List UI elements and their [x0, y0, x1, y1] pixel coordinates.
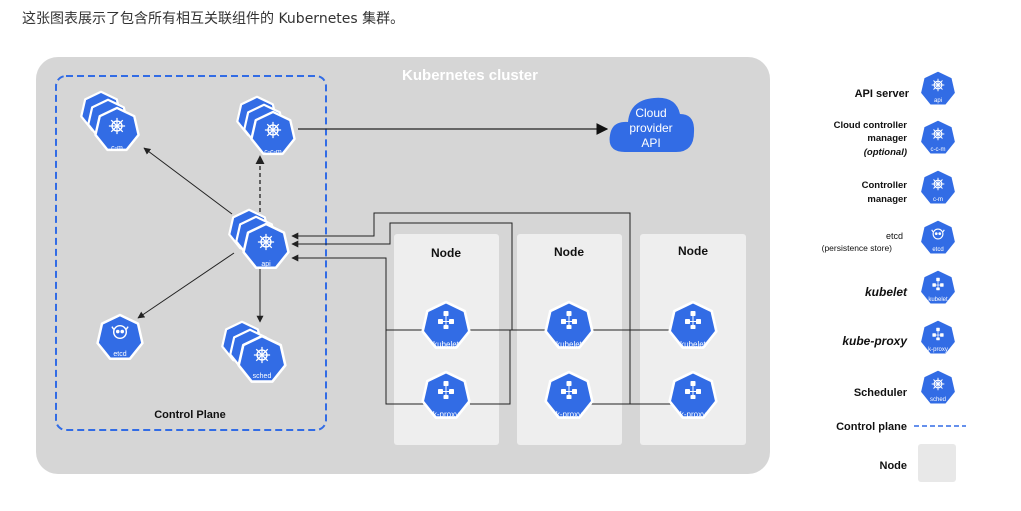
svg-text:k-proxy: k-proxy [556, 410, 582, 419]
svg-text:api: api [934, 98, 942, 104]
svg-text:kubelet: kubelet [865, 285, 908, 299]
svg-text:api: api [261, 261, 271, 268]
svg-text:Scheduler: Scheduler [854, 387, 908, 399]
svg-text:k-proxy: k-proxy [433, 410, 459, 419]
svg-text:Controller: Controller [862, 180, 908, 191]
cloud-provider-api: Cloud provider API [609, 97, 695, 152]
legend-cm-icon: c-m [919, 168, 957, 206]
svg-text:c-c-m: c-c-m [264, 149, 282, 156]
kubelet-icon-2: kubelet [544, 300, 594, 349]
svg-text:Cloud: Cloud [635, 106, 666, 120]
node-title-2: Node [554, 245, 584, 259]
kproxy-icon-2: k-proxy [544, 370, 594, 419]
control-plane-label: Control Plane [154, 409, 226, 421]
cm-icon: c-m [80, 90, 140, 152]
svg-text:k-proxy: k-proxy [928, 347, 948, 353]
legend-etcd-icon: etcd [919, 218, 957, 256]
legend-api-icon: api [919, 69, 957, 107]
svg-text:etcd: etcd [113, 351, 126, 358]
node-title-1: Node [431, 246, 461, 260]
svg-text:manager: manager [867, 133, 907, 144]
svg-text:provider: provider [629, 121, 672, 135]
svg-text:Node: Node [880, 460, 908, 472]
svg-text:API: API [641, 136, 660, 150]
svg-text:Cloud controller: Cloud controller [834, 120, 908, 131]
legend-labels: API server Cloud controller manager (opt… [822, 88, 910, 472]
svg-text:c-c-m: c-c-m [931, 147, 946, 153]
legend-node-swatch [918, 444, 956, 482]
etcd-icon: etcd [96, 313, 144, 360]
svg-text:Control plane: Control plane [836, 421, 907, 433]
kproxy-icon-3: k-proxy [668, 370, 718, 419]
legend-sched-icon: sched [919, 368, 957, 406]
svg-text:c-m: c-m [111, 145, 123, 152]
control-plane-box [55, 75, 327, 431]
svg-text:manager: manager [867, 194, 907, 205]
svg-text:etcd: etcd [932, 247, 943, 253]
svg-text:sched: sched [930, 397, 946, 403]
legend-ccm-icon: c-c-m [919, 118, 957, 156]
svg-text:kubelet: kubelet [556, 340, 583, 349]
cluster-title: Kubernetes cluster [402, 67, 538, 84]
legend-kubelet-icon: kubelet [919, 268, 957, 306]
legend-kproxy-icon: k-proxy [919, 318, 957, 356]
kproxy-icon-1: k-proxy [421, 370, 471, 419]
node-title-3: Node [678, 244, 708, 258]
ccm-icon: c-c-m [236, 95, 296, 156]
svg-text:etcd: etcd [886, 231, 903, 241]
caption: 这张图表展示了包含所有相互关联组件的 Kubernetes 集群。 [22, 11, 405, 27]
api-server-icon: api [228, 208, 290, 269]
svg-text:k-proxy: k-proxy [680, 410, 706, 419]
svg-text:sched: sched [253, 373, 272, 380]
svg-text:(persistence store): (persistence store) [822, 243, 893, 253]
svg-text:c-m: c-m [933, 197, 943, 203]
svg-text:API server: API server [855, 88, 910, 100]
svg-text:kube-proxy: kube-proxy [842, 334, 908, 348]
connection-lines [137, 123, 680, 405]
kubelet-icon-1: kubelet [421, 300, 471, 349]
svg-text:kubelet: kubelet [928, 297, 948, 303]
scheduler-icon: sched [221, 320, 287, 383]
svg-text:(optional): (optional) [864, 147, 907, 158]
svg-text:kubelet: kubelet [680, 340, 707, 349]
kubelet-icon-3: kubelet [668, 300, 718, 349]
svg-text:kubelet: kubelet [433, 340, 460, 349]
